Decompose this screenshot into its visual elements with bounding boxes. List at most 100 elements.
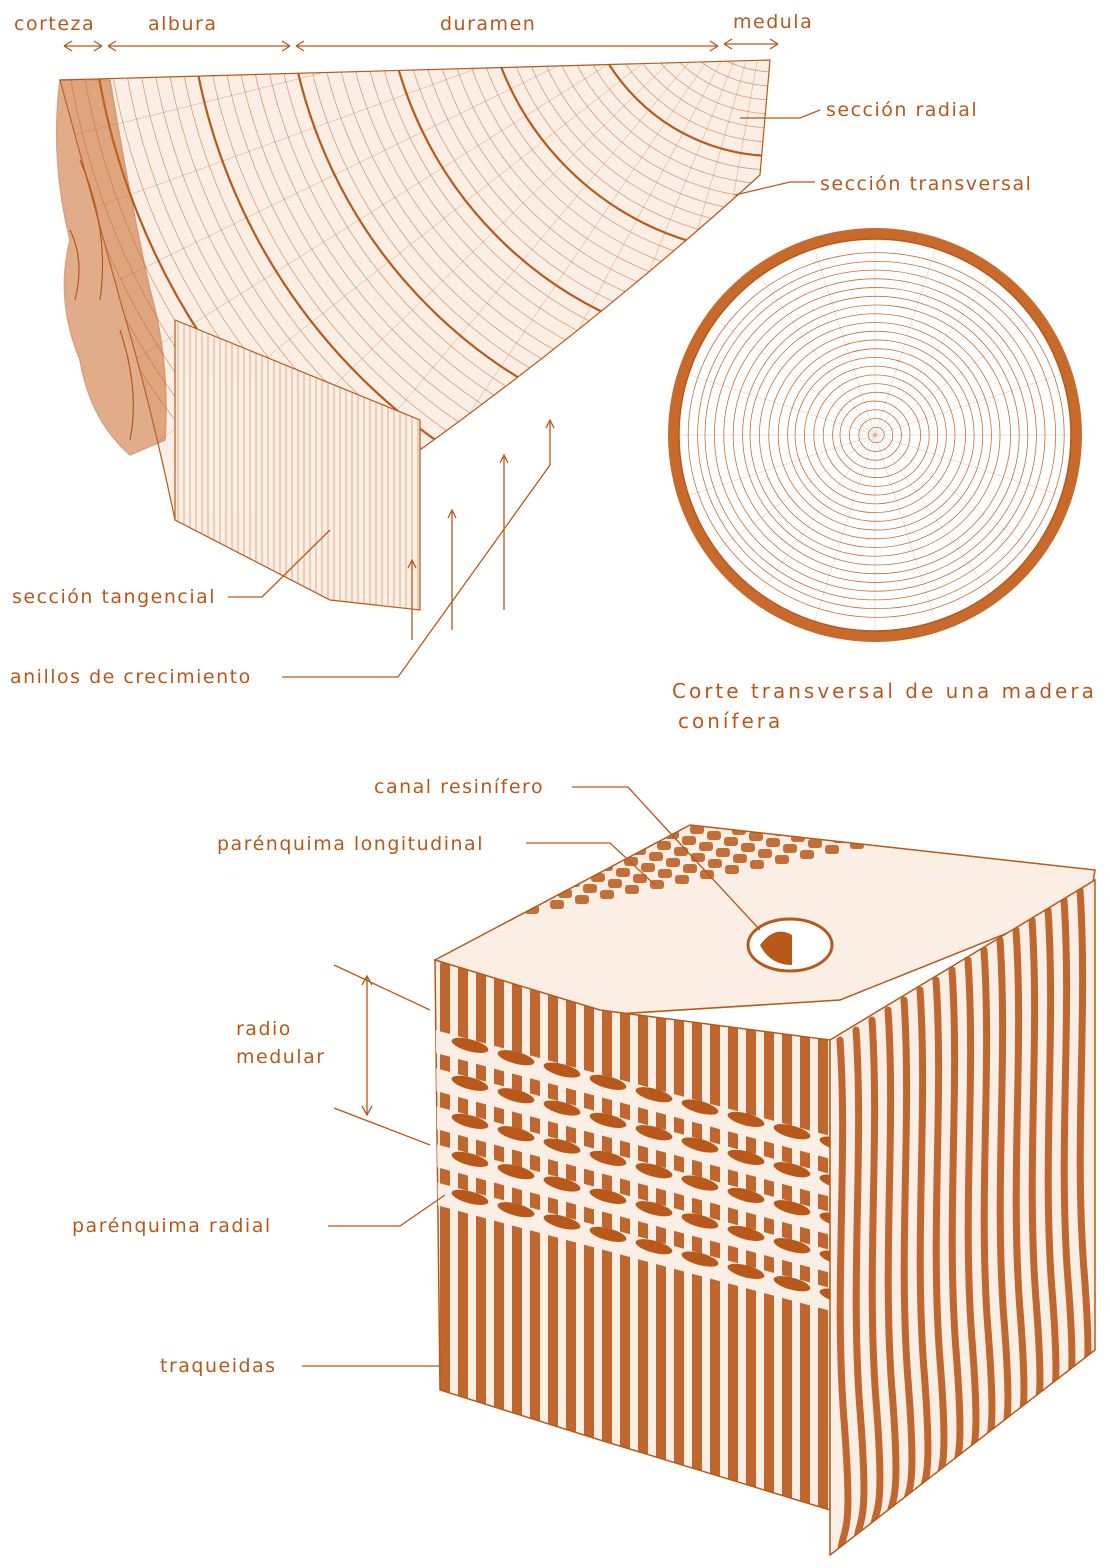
wood-cell-cube bbox=[430, 707, 1110, 1560]
cube-top-cell bbox=[782, 816, 796, 825]
cube-top-cell bbox=[539, 827, 553, 836]
cube-top-cell bbox=[1091, 773, 1105, 782]
cube-top-cell bbox=[1082, 756, 1096, 765]
cube-top-cell bbox=[475, 915, 489, 924]
cube-top-cell bbox=[674, 847, 688, 856]
cube-top-cell bbox=[706, 803, 720, 812]
cube-top-cell bbox=[499, 882, 513, 891]
cube-top-cell bbox=[890, 785, 904, 794]
cube-top-cell bbox=[989, 737, 1003, 746]
cube-top-cell bbox=[574, 867, 588, 876]
cube-top-cell bbox=[514, 832, 528, 841]
cube-top-cell bbox=[1032, 766, 1046, 775]
cube-top-cell bbox=[750, 860, 764, 869]
label-canal-resinifero: canal resinífero bbox=[374, 776, 544, 798]
cube-top-cell bbox=[825, 845, 839, 854]
cube-top-cell bbox=[508, 899, 522, 908]
tracheid bbox=[764, 960, 774, 1560]
cube-top-cell bbox=[591, 873, 605, 882]
cube-top-cell bbox=[673, 819, 687, 828]
cube-top-cell bbox=[1073, 739, 1087, 748]
cube-top-cell bbox=[973, 759, 987, 768]
cube-top-cell bbox=[806, 783, 820, 792]
disc-caption-line1: Corte transversal de una madera bbox=[672, 679, 1097, 703]
cube-top-cell bbox=[832, 806, 846, 815]
cube-top-cell bbox=[982, 776, 996, 785]
disc-caption-line2: conífera bbox=[678, 709, 783, 733]
cube-top-cell bbox=[650, 880, 664, 889]
cube-top-cell bbox=[458, 909, 472, 918]
cube-top-cell bbox=[775, 855, 789, 864]
cube-top-cell bbox=[1040, 755, 1054, 764]
cube-top-cell bbox=[939, 747, 953, 756]
cube-top-cell bbox=[564, 822, 578, 831]
cube-top-cell bbox=[1015, 760, 1029, 769]
cube-top-cell bbox=[881, 768, 895, 777]
cube-top-cell bbox=[850, 840, 864, 849]
cube-top-cell bbox=[758, 849, 772, 858]
cube-top-cell bbox=[666, 858, 680, 867]
cube-top-cell bbox=[482, 876, 496, 885]
cube-top-cell bbox=[916, 808, 930, 817]
cube-top-cell bbox=[1098, 734, 1110, 743]
cube-top-cell bbox=[606, 823, 620, 832]
cube-top-cell bbox=[739, 787, 753, 796]
cube-top-cell bbox=[590, 845, 604, 854]
cube-top-cell bbox=[981, 748, 995, 757]
cube-top-cell bbox=[1039, 727, 1053, 736]
cube-top-cell bbox=[582, 856, 596, 865]
cube-top-cell bbox=[950, 820, 964, 829]
cube-top-cell bbox=[1089, 717, 1103, 726]
cube-top-cell bbox=[1048, 744, 1062, 753]
label-albura: albura bbox=[148, 13, 217, 35]
cube-top-cell bbox=[975, 815, 989, 824]
cube-top-cell bbox=[899, 802, 913, 811]
tracheid bbox=[602, 960, 612, 1560]
tracheid bbox=[548, 960, 558, 1560]
cube-top-cell bbox=[714, 792, 728, 801]
cube-top-cell bbox=[865, 790, 879, 799]
cube-top-cell bbox=[731, 798, 745, 807]
cube-top-cell bbox=[625, 885, 639, 894]
tracheid bbox=[620, 960, 630, 1560]
dimension-arrows bbox=[64, 39, 778, 51]
cube-top-cell bbox=[923, 769, 937, 778]
cube-top-cell bbox=[581, 828, 595, 837]
cube-top-cell bbox=[632, 846, 646, 855]
cube-top-cell bbox=[914, 752, 928, 761]
cube-top-cell bbox=[648, 824, 662, 833]
cube-top-cell bbox=[789, 777, 803, 786]
cube-top-cell bbox=[933, 814, 947, 823]
cube-top-cell bbox=[483, 904, 497, 913]
label-seccion-transversal: sección transversal bbox=[820, 173, 1032, 195]
cube-top-cell bbox=[614, 812, 628, 821]
cube-top-cell bbox=[875, 835, 889, 844]
cube-top-cell bbox=[741, 843, 755, 852]
label-parenquima-longitudinal: parénquima longitudinal bbox=[217, 833, 484, 855]
cube-top-cell bbox=[1074, 767, 1088, 776]
cube-top-cell bbox=[491, 893, 505, 902]
cube-top-cell bbox=[898, 774, 912, 783]
cube-top-cell bbox=[858, 829, 872, 838]
cube-top-cell bbox=[716, 848, 730, 857]
cube-top-cell bbox=[600, 890, 614, 899]
cube-top-cell bbox=[831, 778, 845, 787]
cube-top-cell bbox=[873, 779, 887, 788]
label-radio: radio bbox=[236, 1018, 292, 1040]
cube-top-cell bbox=[948, 764, 962, 773]
cube-top-cell bbox=[583, 884, 597, 893]
cube-top-cell bbox=[764, 782, 778, 791]
label-parenquima-radial: parénquima radial bbox=[72, 1215, 272, 1237]
cube-top-cell bbox=[490, 865, 504, 874]
cube-top-cell bbox=[1006, 743, 1020, 752]
cube-top-cell bbox=[907, 791, 921, 800]
cube-top-cell bbox=[965, 770, 979, 779]
label-medular: medular bbox=[236, 1046, 326, 1068]
cube-top-cell bbox=[931, 758, 945, 767]
cube-top-cell bbox=[607, 851, 621, 860]
cube-top-cell bbox=[956, 753, 970, 762]
cube-top-cell bbox=[640, 835, 654, 844]
cube-top-cell bbox=[1023, 749, 1037, 758]
cube-top-cell bbox=[699, 842, 713, 851]
